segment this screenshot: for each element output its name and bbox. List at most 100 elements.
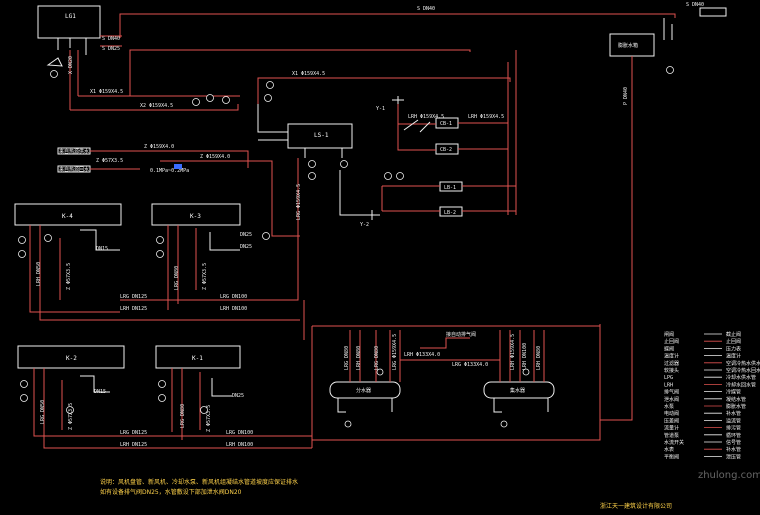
gauge-icon	[262, 232, 270, 240]
pipe-tank-top	[663, 18, 673, 40]
legend-description: 空调冷热水供水管	[726, 360, 760, 367]
legend-description: 冷却水回水管	[726, 381, 756, 388]
gauge-icon	[666, 66, 674, 74]
legend-description: 凝结水管	[726, 396, 746, 403]
label-lrg-dn50: LRG DN50	[40, 400, 46, 424]
label-lrh-dn50: LRH DN50	[36, 262, 42, 286]
pump-blue-icon	[174, 164, 182, 169]
pipe-k2-k1	[33, 368, 312, 449]
label-lrh-dn125b: LRH DN125	[120, 442, 147, 448]
gauge-icon	[396, 172, 404, 180]
legend-symbol: 软接头	[664, 367, 679, 374]
unit-k1	[155, 345, 241, 369]
legend-description: 截止阀	[726, 331, 741, 338]
unit-k2	[17, 345, 125, 369]
label-lrh-159c: LRH Φ159X4.5	[510, 334, 516, 370]
legend-symbol: 蝶阀	[664, 345, 674, 352]
legend-description: 泄压管	[726, 453, 741, 460]
gauge-icon	[156, 236, 164, 244]
label-x1b: X1 Φ159X4.5	[292, 71, 325, 77]
legend-description: 信号管	[726, 439, 741, 446]
pipe-right-vertical	[507, 50, 517, 215]
valve-icon	[392, 96, 404, 104]
unit-k3-label: K-3	[190, 213, 201, 220]
legend-symbol: LPG	[664, 375, 673, 381]
pipe-lb	[381, 185, 516, 212]
gauge-icon	[192, 98, 200, 106]
label-y1: Y-1	[376, 106, 385, 112]
legend-symbol: 平衡阀	[664, 453, 679, 460]
gauge-icon	[384, 172, 392, 180]
unit-lb1-label: LB-1	[444, 185, 456, 191]
legend-description: 止回阀	[726, 338, 741, 345]
label-lrg-dn80b: LRG DN80	[180, 404, 186, 428]
legend-symbol: 泄水阀	[664, 396, 679, 403]
label-lrh-159: LRH Φ159X4.5	[408, 114, 444, 120]
label-lrh-dn125: LRH DN125	[120, 306, 147, 312]
unit-k3	[151, 203, 241, 226]
unit-lg1-label: LG1	[65, 13, 76, 20]
label-s-dn40: S DN40	[417, 6, 435, 12]
label-s-dn25: S DN25	[102, 46, 120, 52]
note-line-2: 如有设备排气阀DN25，水管敷设下部加泄水阀DN20	[100, 488, 242, 496]
legend-symbol: LRH	[664, 382, 673, 388]
gauge-icon	[44, 234, 52, 242]
pipe-p-right	[600, 56, 633, 421]
label-lrg-159b: LRG Φ159X4.5	[392, 334, 398, 370]
label-dn15: DN15	[96, 246, 108, 252]
label-lrg-dn125: LRG DN125	[120, 294, 147, 300]
label-x2: X2 Φ159X4.5	[140, 103, 173, 109]
label-lrg-dn80c: LRG DN80	[344, 346, 350, 370]
gauge-icon	[222, 96, 230, 104]
legend-symbol: 管道泵	[664, 432, 679, 439]
label-collector-note: 接自动排气阀	[446, 331, 476, 338]
pipe-x-main	[69, 49, 471, 111]
unit-k1-label: K-1	[192, 355, 203, 362]
pump-icon	[46, 57, 63, 67]
pipe-collector-loop	[311, 324, 601, 448]
legend: 闸阀截止阀止回阀止回阀蝶阀压力表温度计温度计过滤器空调冷热水供水管软接头空调冷热…	[664, 331, 760, 460]
label-lrh-dn80c: LRH DN80	[356, 346, 362, 370]
gauge-icon	[308, 160, 316, 168]
pipe-z-vertical	[120, 158, 305, 340]
label-inlet-b: 来自热源回水	[59, 166, 89, 173]
label-lrh-133: LRH Φ133X4.0	[404, 352, 440, 358]
legend-symbol: 电动阀	[664, 410, 679, 417]
gauge-icon	[264, 94, 272, 102]
unit-cb2-label: CB-2	[440, 147, 452, 153]
label-dn25c: DN25	[232, 393, 244, 399]
legend-description: 循环管	[726, 432, 741, 439]
pipe-collector-link	[400, 337, 500, 361]
pipe-collector-risers	[349, 330, 545, 382]
gauge-icon	[18, 250, 26, 258]
gauge-icon	[50, 70, 58, 78]
label-lrg-dn100d: LRG DN100	[226, 430, 253, 436]
pipe-s-unit	[100, 35, 122, 47]
unit-k4	[14, 203, 122, 226]
legend-symbol: 水泵	[664, 403, 674, 410]
label-z-57-35d: Z Φ57X3.5	[206, 405, 212, 432]
legend-description: 温度计	[726, 353, 741, 360]
unit-cb1-label: CB-1	[440, 121, 452, 127]
tank-collector-label: 集水器	[510, 387, 525, 394]
gauge-icon	[266, 81, 274, 89]
label-x-dn20: X DN20	[68, 56, 74, 74]
legend-description: 冷媒管	[726, 389, 741, 396]
gauge-icon	[158, 394, 166, 402]
legend-symbol: 压差阀	[664, 417, 679, 424]
label-lrh-dn100d: LRH DN100	[226, 442, 253, 448]
tank-distributor	[329, 381, 401, 399]
pipe-s-top	[119, 13, 676, 38]
label-lrg-159: LRG Φ159X4.5	[296, 184, 302, 220]
label-lrg-dn80d: LRG DN80	[374, 346, 380, 370]
legend-description: 压力表	[726, 345, 741, 352]
pipe-k4-k3	[29, 225, 300, 321]
unit-k4-label: K-4	[62, 213, 73, 220]
gauge-icon	[308, 172, 316, 180]
label-y2: Y-2	[360, 222, 369, 228]
gauge-icon	[156, 250, 164, 258]
tank-collector	[483, 381, 555, 399]
legend-symbol: 温度计	[664, 353, 679, 360]
label-dn25b: DN25	[240, 244, 252, 250]
